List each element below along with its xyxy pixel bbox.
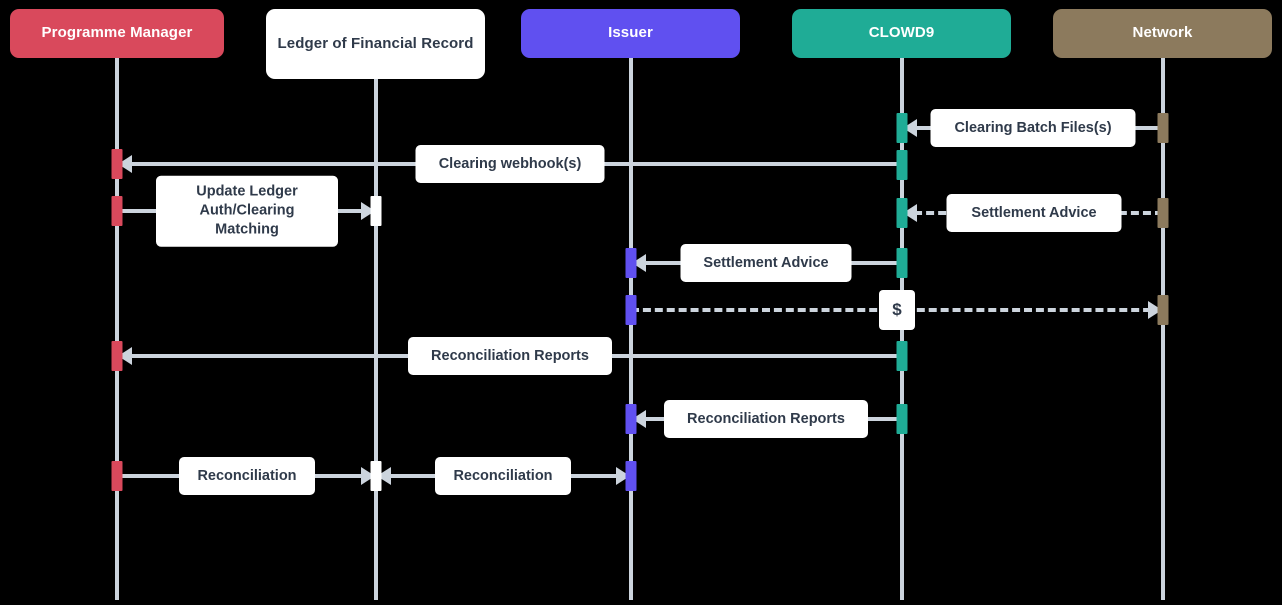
activation-bar-ledger [370, 461, 382, 491]
activation-bar-programme-manager [111, 149, 123, 179]
actor-box-programme-manager[interactable]: Programme Manager [10, 9, 224, 58]
actor-box-clowd9[interactable]: CLOWD9 [792, 9, 1011, 58]
activation-bar-clowd9 [896, 248, 908, 278]
lifeline-ledger [374, 79, 378, 600]
actor-box-issuer[interactable]: Issuer [521, 9, 740, 58]
activation-bar-programme-manager [111, 461, 123, 491]
activation-bar-network [1157, 295, 1169, 325]
message-label-money-transfer: $ [879, 290, 915, 330]
message-label-reconciliation-reports-pm: Reconciliation Reports [408, 337, 612, 375]
message-label-clearing-webhooks: Clearing webhook(s) [415, 145, 605, 183]
activation-bar-issuer [625, 248, 637, 278]
activation-bar-clowd9 [896, 113, 908, 143]
activation-bar-ledger [370, 196, 382, 226]
message-label-reconciliation-ledger-issuer: Reconciliation [435, 457, 571, 495]
activation-bar-clowd9 [896, 198, 908, 228]
message-label-reconciliation-pm-ledger: Reconciliation [179, 457, 315, 495]
activation-bar-network [1157, 198, 1169, 228]
activation-bar-network [1157, 113, 1169, 143]
lifeline-issuer [629, 58, 633, 600]
activation-bar-programme-manager [111, 196, 123, 226]
activation-bar-programme-manager [111, 341, 123, 371]
message-label-settlement-advice-network: Settlement Advice [946, 194, 1122, 232]
lifeline-network [1161, 58, 1165, 600]
lifeline-programme-manager [115, 58, 119, 600]
message-label-reconciliation-reports-issuer: Reconciliation Reports [664, 400, 868, 438]
activation-bar-issuer [625, 404, 637, 434]
actor-box-ledger[interactable]: Ledger of Financial Record [266, 9, 485, 79]
message-label-settlement-advice-issuer: Settlement Advice [680, 244, 852, 282]
actor-box-network[interactable]: Network [1053, 9, 1272, 58]
message-label-clearing-batch-files: Clearing Batch Files(s) [930, 109, 1136, 147]
activation-bar-issuer [625, 295, 637, 325]
message-label-update-ledger: Update Ledger Auth/Clearing Matching [156, 175, 338, 247]
activation-bar-issuer [625, 461, 637, 491]
activation-bar-clowd9 [896, 404, 908, 434]
activation-bar-clowd9 [896, 341, 908, 371]
activation-bar-clowd9 [896, 150, 908, 180]
